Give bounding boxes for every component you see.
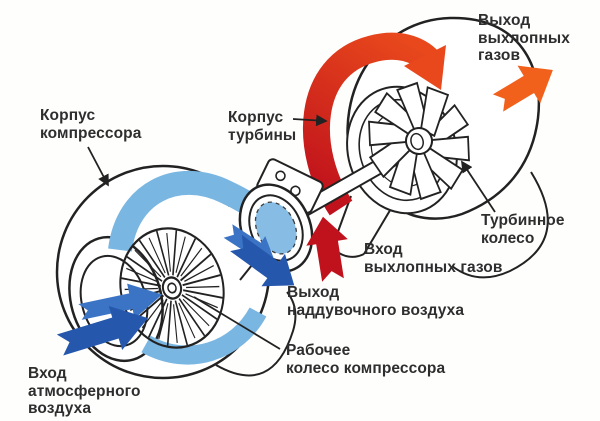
intake-air-arrow-icon xyxy=(78,283,163,320)
label-boost-air-outlet: Выход наддувочного воздуха xyxy=(287,284,464,319)
compressor-wheel-pointer xyxy=(193,296,281,350)
boost-air-arrow-dark-icon xyxy=(230,234,295,287)
label-line: выхлопных xyxy=(478,29,570,47)
label-line: колесо компрессора xyxy=(286,359,446,377)
label-line: колесо xyxy=(481,229,535,247)
exhaust-band-arrowhead-icon xyxy=(404,45,446,90)
turbine-wheel-pointer xyxy=(461,160,496,213)
label-line: Рабочее xyxy=(286,342,351,359)
label-line: Выход xyxy=(287,284,340,301)
label-line: воздуха xyxy=(28,400,92,417)
leader-lines xyxy=(87,114,496,350)
exhaust-flow-band xyxy=(302,32,446,216)
label-line: наддувочного воздуха xyxy=(287,301,465,319)
bearing-bracket-drawing xyxy=(256,158,324,214)
label-line: Вход xyxy=(364,241,403,258)
label-line: выхлопных газов xyxy=(364,258,503,276)
compressor-housing-pointer xyxy=(87,146,109,187)
label-exhaust-gas-inlet: Вход выхлопных газов xyxy=(364,241,502,276)
label-line: атмосферного xyxy=(28,382,141,400)
label-line: Турбинное xyxy=(481,212,565,229)
exhaust-outlet-arrow-icon xyxy=(492,65,553,112)
label-line: турбины xyxy=(228,126,297,144)
label-line: Корпус xyxy=(40,107,96,124)
intake-air-arrow-dark-icon xyxy=(56,306,148,356)
label-compressor-wheel: Рабочее колесо компрессора xyxy=(286,342,445,377)
exhaust-inlet-arrow-icon xyxy=(306,216,348,282)
label-line: Корпус xyxy=(228,109,284,126)
label-atmospheric-air-inlet: Вход атмосферного воздуха xyxy=(28,365,141,418)
label-turbine-housing: Корпус турбины xyxy=(228,109,296,144)
label-line: газов xyxy=(478,47,521,64)
label-line: Выход xyxy=(478,12,531,29)
label-turbine-wheel: Турбинное колесо xyxy=(481,212,565,247)
label-line: компрессора xyxy=(40,124,142,142)
label-exhaust-gas-outlet: Выход выхлопных газов xyxy=(478,12,570,65)
turbine-wheel-drawing xyxy=(368,81,470,201)
label-compressor-housing: Корпус компрессора xyxy=(40,107,141,142)
label-line: Вход xyxy=(28,365,67,382)
turbine-housing-pointer xyxy=(292,114,328,127)
